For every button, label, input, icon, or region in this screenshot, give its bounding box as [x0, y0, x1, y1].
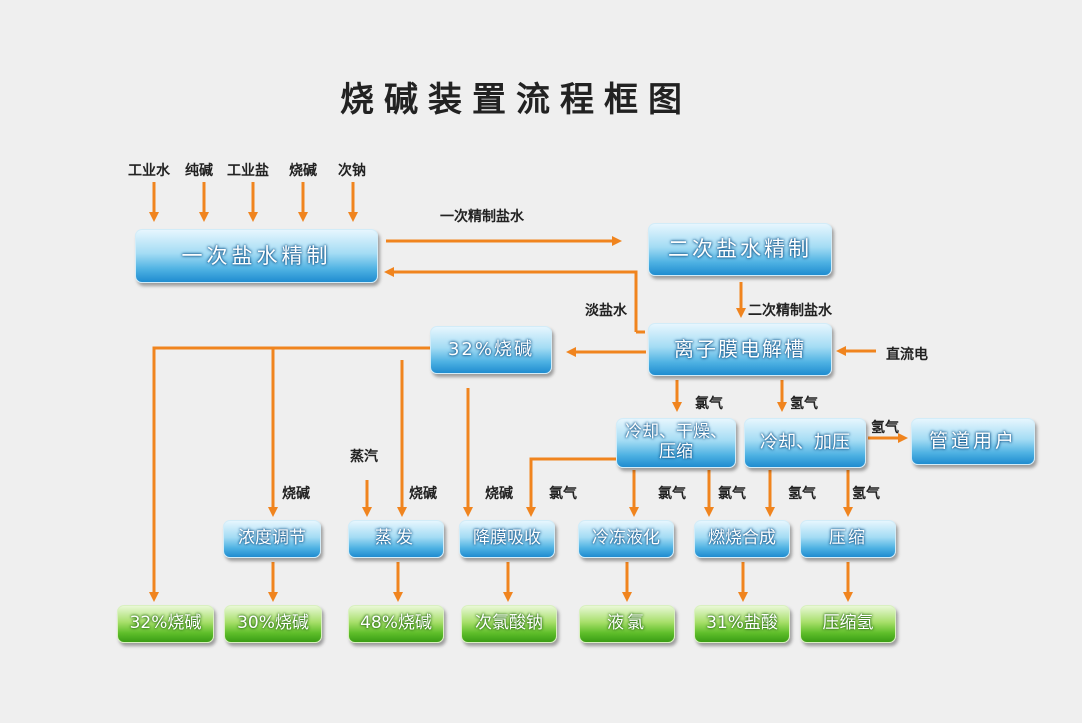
- freeze-liquefy-box: 冷冻液化: [578, 520, 674, 558]
- flow-label-hydrogen-2: 氢气: [871, 420, 899, 436]
- product-caustic-30: 30%烧碱: [224, 605, 322, 643]
- input-label-caustic: 烧碱: [289, 163, 317, 179]
- product-compressed-hydrogen: 压缩氢: [800, 605, 896, 643]
- flow-label-steam: 蒸汽: [350, 449, 378, 465]
- primary-brine-box: 一次盐水精制: [135, 229, 378, 283]
- cool-pressurize-box: 冷却、加压: [744, 418, 866, 468]
- caustic-32-box: 32%烧碱: [430, 326, 552, 374]
- flow-label-hydrogen-1: 氢气: [790, 396, 818, 412]
- input-label-hypo: 次钠: [338, 163, 366, 179]
- flow-label-chlorine-4: 氯气: [718, 486, 746, 502]
- product-caustic-32: 32%烧碱: [117, 605, 214, 643]
- flow-label-hydrogen-4: 氢气: [852, 486, 880, 502]
- product-caustic-48: 48%烧碱: [348, 605, 444, 643]
- flow-label-caustic-1: 烧碱: [282, 486, 310, 502]
- film-absorption-box: 降膜吸收: [459, 520, 555, 558]
- flow-label-chlorine-2: 氯气: [549, 486, 577, 502]
- compression-box: 压缩: [800, 520, 896, 558]
- secondary-brine-box: 二次盐水精制: [648, 223, 832, 276]
- flow-label-dc-power: 直流电: [886, 347, 928, 363]
- flow-label-hydrogen-3: 氢气: [788, 486, 816, 502]
- flow-label-chlorine-3: 氯气: [658, 486, 686, 502]
- pipeline-users-box: 管道用户: [911, 418, 1035, 465]
- electrolyzer-box: 离子膜电解槽: [648, 323, 832, 376]
- flow-label-chlorine-1: 氯气: [695, 396, 723, 412]
- product-hcl: 31%盐酸: [694, 605, 790, 643]
- arrow-chlorine-to-absorption: [526, 457, 616, 517]
- diagram-title: 烧碱装置流程框图: [340, 80, 692, 120]
- cool-dry-compress-box: 冷却、干燥、压缩: [616, 418, 736, 468]
- input-label-soda: 纯碱: [185, 163, 213, 179]
- evaporation-box: 蒸发: [348, 520, 444, 558]
- product-liquid-chlorine: 液氯: [579, 605, 675, 643]
- flow-label-caustic-2: 烧碱: [409, 486, 437, 502]
- arrow-caustic-to-product32: [149, 346, 430, 602]
- input-label-water: 工业水: [128, 163, 170, 179]
- arrow-dilute-brine-return: [384, 267, 638, 332]
- combustion-box: 燃烧合成: [694, 520, 790, 558]
- input-label-salt: 工业盐: [227, 163, 269, 179]
- flow-label-caustic-3: 烧碱: [485, 486, 513, 502]
- flow-label-secondary-brine: 二次精制盐水: [748, 303, 832, 319]
- product-hypochlorite: 次氯酸钠: [461, 605, 557, 643]
- flow-label-dilute-brine: 淡盐水: [585, 303, 627, 319]
- concentration-box: 浓度调节: [223, 520, 321, 558]
- flow-label-primary-brine: 一次精制盐水: [440, 209, 524, 225]
